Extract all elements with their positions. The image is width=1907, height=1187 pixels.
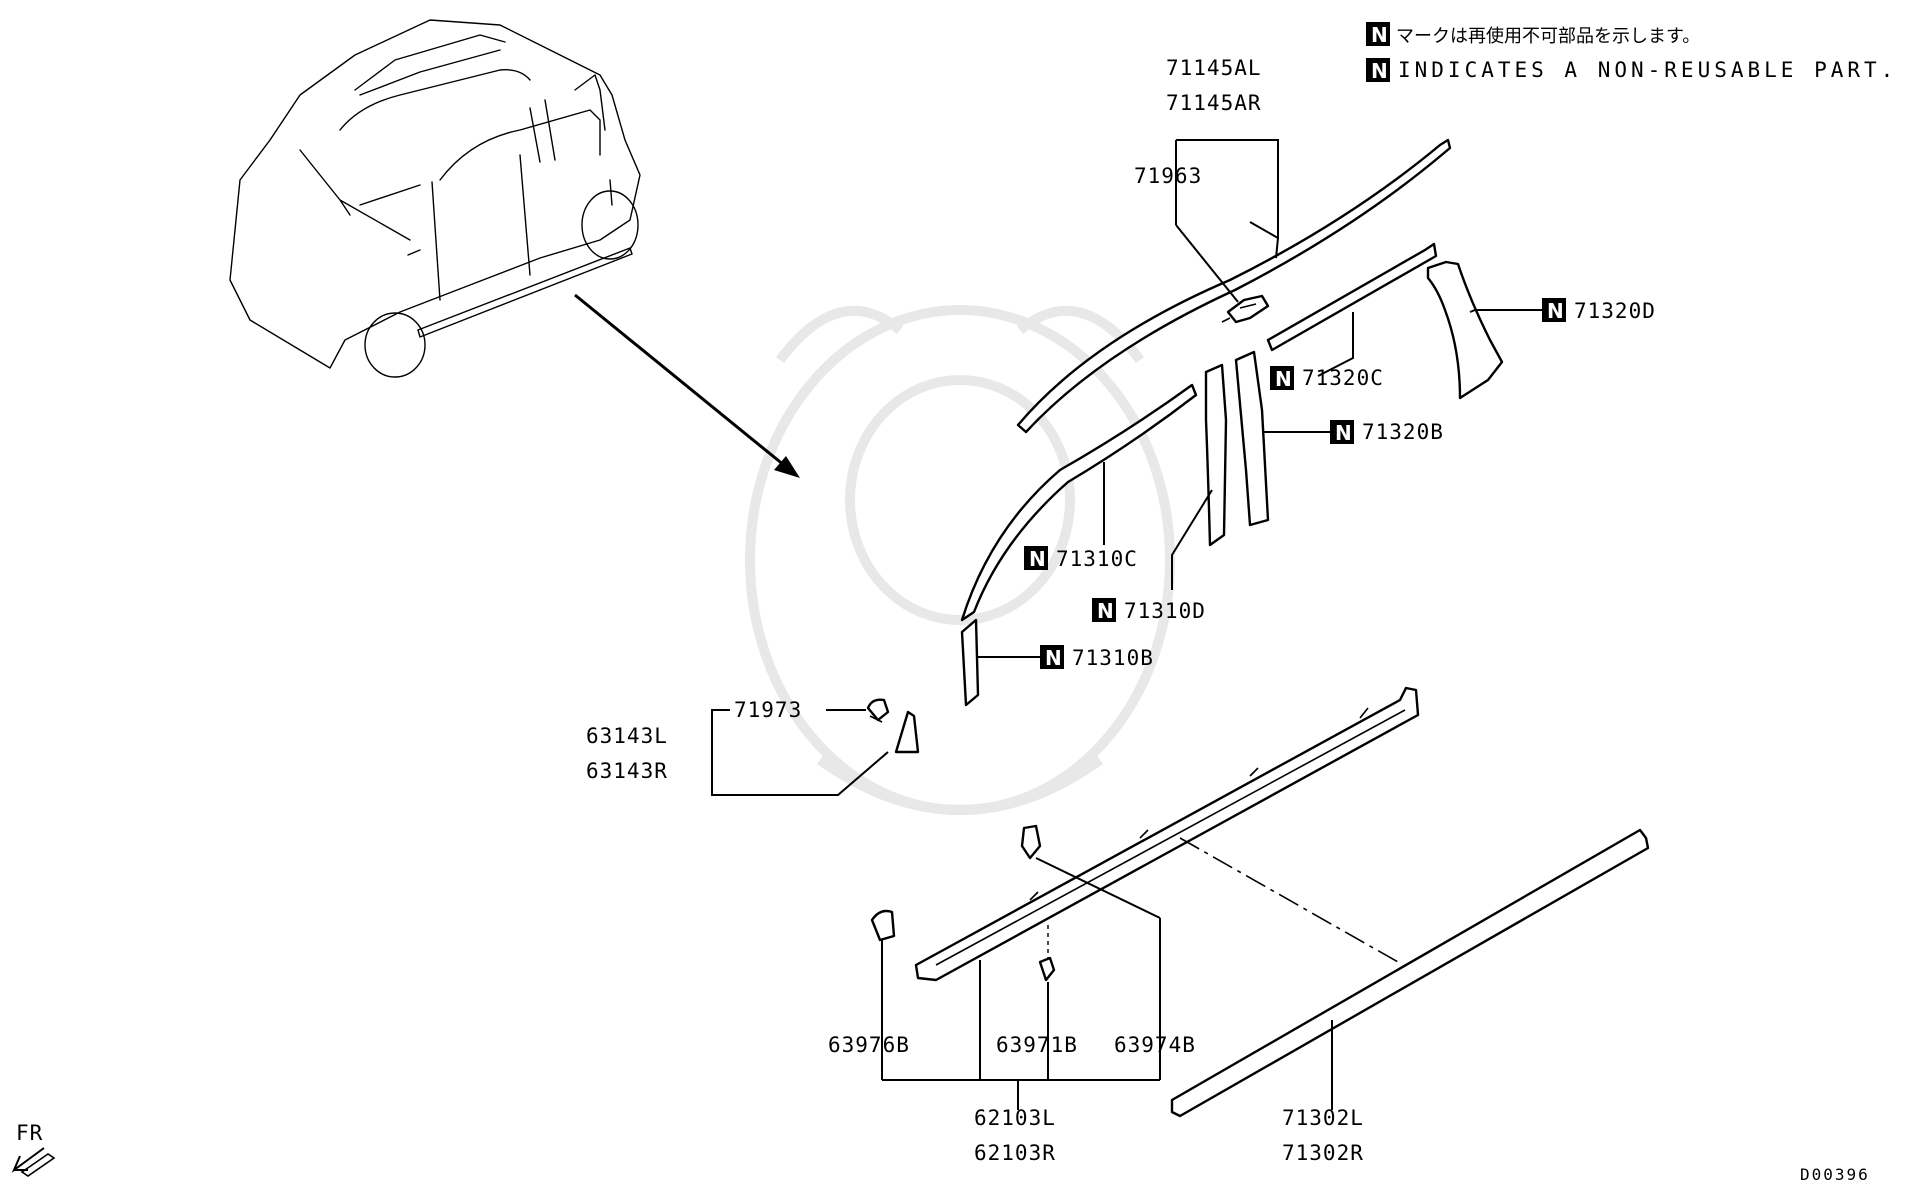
- svg-text:N: N: [1547, 299, 1564, 323]
- direction-label: FR: [16, 1121, 43, 1145]
- nonreusable-badge-71320c: N: [1270, 366, 1294, 391]
- sill-garnish-62103: [914, 686, 1420, 982]
- svg-text:N: N: [1029, 547, 1046, 571]
- label-71320c: 71320C: [1302, 366, 1384, 390]
- label-62103r: 62103R: [974, 1141, 1056, 1165]
- roof-molding-71145a: [1016, 138, 1452, 434]
- pillar-71320b: [1234, 350, 1270, 527]
- label-62103l: 62103L: [974, 1106, 1056, 1130]
- label-71973: 71973: [734, 698, 802, 722]
- label-71320b: 71320B: [1362, 420, 1444, 444]
- fastener-63971b: [1038, 925, 1056, 982]
- vehicle-overview: [229, 19, 641, 378]
- clip-71973: [866, 698, 890, 723]
- label-71963: 71963: [1134, 164, 1202, 188]
- diagram-code: D00396: [1800, 1165, 1870, 1184]
- nonreusable-badge-71320d: N: [1542, 298, 1566, 323]
- label-71310b: 71310B: [1072, 646, 1154, 670]
- label-63974b: 63974B: [1114, 1033, 1196, 1057]
- label-71310c: 71310C: [1056, 547, 1138, 571]
- fastener-63974b: [1020, 824, 1042, 860]
- pillar-71320b-2: [1204, 363, 1228, 547]
- label-63143l: 63143L: [586, 724, 668, 748]
- label-71302l: 71302L: [1282, 1106, 1364, 1130]
- svg-text:N: N: [1335, 421, 1352, 445]
- assembly-line: [1179, 837, 1399, 963]
- label-71145ar: 71145AR: [1166, 91, 1262, 115]
- front-arrow-icon: [11, 1147, 56, 1177]
- nonreusable-badge-71310b: N: [1040, 645, 1064, 670]
- label-71320d: 71320D: [1574, 299, 1656, 323]
- clip-71963: [1221, 294, 1270, 324]
- label-71310d: 71310D: [1124, 599, 1206, 623]
- svg-text:N: N: [1371, 59, 1388, 83]
- fastener-63976b: [870, 909, 896, 942]
- label-71145al: 71145AL: [1166, 56, 1262, 80]
- molding-71320c: [1266, 242, 1438, 352]
- nonreusable-badge-71310c: N: [1024, 546, 1048, 571]
- pointer-arrow: [574, 293, 800, 478]
- notice-badge-jp: N: [1366, 22, 1390, 47]
- svg-text:N: N: [1045, 646, 1062, 670]
- notice-en: INDICATES A NON-REUSABLE PART.: [1398, 58, 1897, 82]
- label-63976b: 63976B: [828, 1033, 910, 1057]
- notice-badge-en: N: [1366, 58, 1390, 83]
- leader-lines: [711, 139, 1542, 1110]
- notice-jp: マークは再使用不可部品を示します。: [1396, 26, 1700, 47]
- molding-71310c: [960, 383, 1198, 622]
- label-63143r: 63143R: [586, 759, 668, 783]
- watermark-emblem: [745, 305, 1175, 815]
- label-63971b: 63971B: [996, 1033, 1078, 1057]
- cover-63143: [894, 710, 920, 754]
- strip-71310b: [960, 618, 980, 707]
- svg-text:N: N: [1275, 367, 1292, 391]
- label-71302r: 71302R: [1282, 1141, 1364, 1165]
- nonreusable-badge-71310d: N: [1092, 598, 1116, 623]
- garnish-71320d: [1426, 260, 1504, 400]
- svg-text:N: N: [1371, 23, 1388, 47]
- svg-text:N: N: [1097, 599, 1114, 623]
- nonreusable-badge-71320b: N: [1330, 420, 1354, 445]
- lower-molding-71302: [1170, 828, 1650, 1118]
